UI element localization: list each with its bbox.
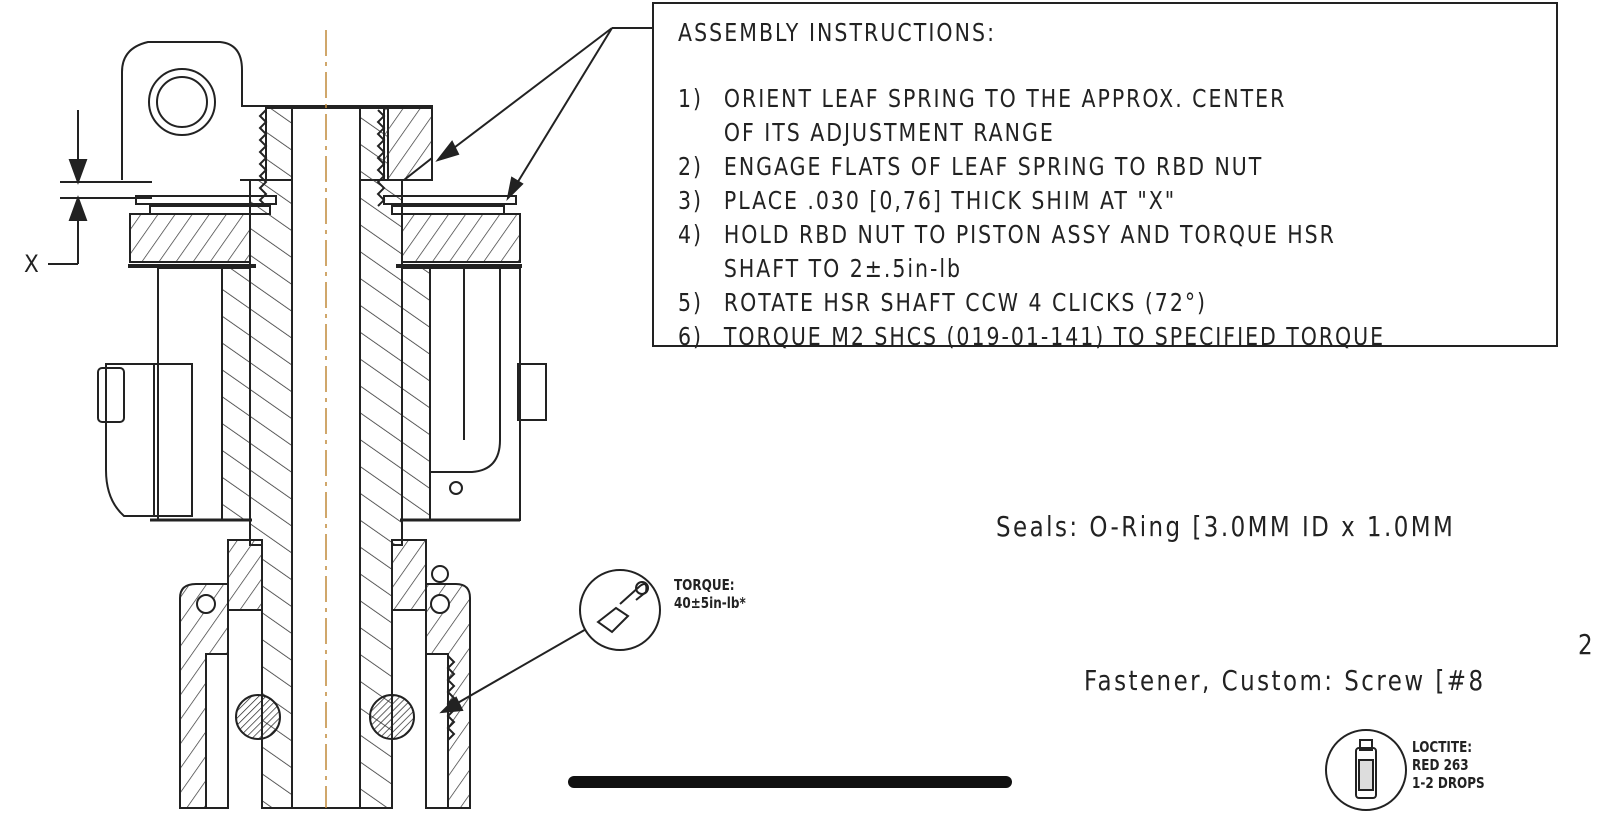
- torque-callout-line2: 40±5in-lb*: [674, 594, 746, 612]
- instruction-step-1: 1) ORIENT LEAF SPRING TO THE APPROX. CENT…: [678, 84, 1286, 113]
- fastener-qty: 2: [1578, 628, 1593, 661]
- left-piston: [227, 539, 263, 611]
- loctite-callout-line3: 1-2 DROPS: [1412, 774, 1485, 792]
- right-leaf-block: [401, 213, 521, 263]
- instruction-step-6: 6) TORQUE M2 SHCS (019-01-141) TO SPECIFI…: [678, 322, 1385, 351]
- left-clip: [105, 363, 159, 517]
- loctite-callout-line2: RED 263: [1412, 756, 1469, 774]
- dimension-x-label: X: [24, 250, 39, 278]
- instructions-title: ASSEMBLY INSTRUCTIONS:: [678, 18, 997, 47]
- step-number: 2): [678, 152, 703, 181]
- loctite-callout-line1: LOCTITE:: [1412, 738, 1473, 756]
- step-text: ROTATE HSR SHAFT CCW 4 CLICKS (72°): [723, 288, 1208, 317]
- right-thread-top: [376, 109, 386, 207]
- step-text: HOLD RBD NUT TO PISTON ASSY AND TORQUE H…: [723, 220, 1336, 249]
- left-thread-top: [258, 109, 268, 207]
- right-shim: [383, 195, 517, 205]
- step-text: ORIENT LEAF SPRING TO THE APPROX. CENTER: [723, 84, 1287, 113]
- instruction-step-4: 4) HOLD RBD NUT TO PISTON ASSY AND TORQUE…: [678, 220, 1336, 249]
- step-text: PLACE .030 [0,76] THICK SHIM AT "X": [723, 186, 1177, 215]
- step-number: 4): [678, 220, 703, 249]
- torque-icon-group: [579, 569, 661, 651]
- home-indicator[interactable]: [568, 776, 1012, 788]
- left-leaf-block: [129, 213, 251, 263]
- right-plate: [391, 205, 505, 215]
- part-outlines: [97, 30, 547, 809]
- step-number: 1): [678, 84, 703, 113]
- eyelet-block: [121, 41, 433, 181]
- upper-right-block: [383, 107, 433, 181]
- eyelet-inner: [156, 76, 208, 128]
- step-text: ENGAGE FLATS OF LEAF SPRING TO RBD NUT: [723, 152, 1264, 181]
- step-number: 6): [678, 322, 703, 351]
- dimension-x: [48, 110, 152, 265]
- step-text-continued: OF ITS ADJUSTMENT RANGE: [723, 118, 1055, 147]
- seals-label: Seals: O-Ring [3.0MM ID x 1.0MM: [996, 510, 1456, 543]
- eyelet-outer: [148, 68, 216, 136]
- instruction-step-5: 5) ROTATE HSR SHAFT CCW 4 CLICKS (72°): [678, 288, 1207, 317]
- instruction-step-4-cont: SHAFT TO 2±.5in-lb: [678, 254, 962, 283]
- fastener-label: Fastener, Custom: Screw [#8: [1084, 664, 1486, 697]
- left-oring: [235, 694, 281, 740]
- step-number: 5): [678, 288, 703, 317]
- right-oring: [369, 694, 415, 740]
- right-clip: [517, 363, 547, 421]
- right-piston: [391, 539, 427, 611]
- step-text: TORQUE M2 SHCS (019-01-141) TO SPECIFIED…: [723, 322, 1386, 351]
- loctite-icon-group: [1325, 729, 1407, 811]
- leader-lines: [435, 27, 652, 714]
- instruction-step-1-cont: OF ITS ADJUSTMENT RANGE: [678, 118, 1055, 147]
- left-shim: [135, 195, 277, 205]
- step-text-continued: SHAFT TO 2±.5in-lb: [723, 254, 963, 283]
- instruction-step-3: 3) PLACE .030 [0,76] THICK SHIM AT "X": [678, 186, 1176, 215]
- torque-callout-line1: TORQUE:: [674, 576, 735, 594]
- step-number: 3): [678, 186, 703, 215]
- instruction-step-2: 2) ENGAGE FLATS OF LEAF SPRING TO RBD NUT: [678, 152, 1263, 181]
- assembly-instructions-box: ASSEMBLY INSTRUCTIONS: 1) ORIENT LEAF SPR…: [652, 2, 1558, 351]
- small-port: [449, 481, 463, 495]
